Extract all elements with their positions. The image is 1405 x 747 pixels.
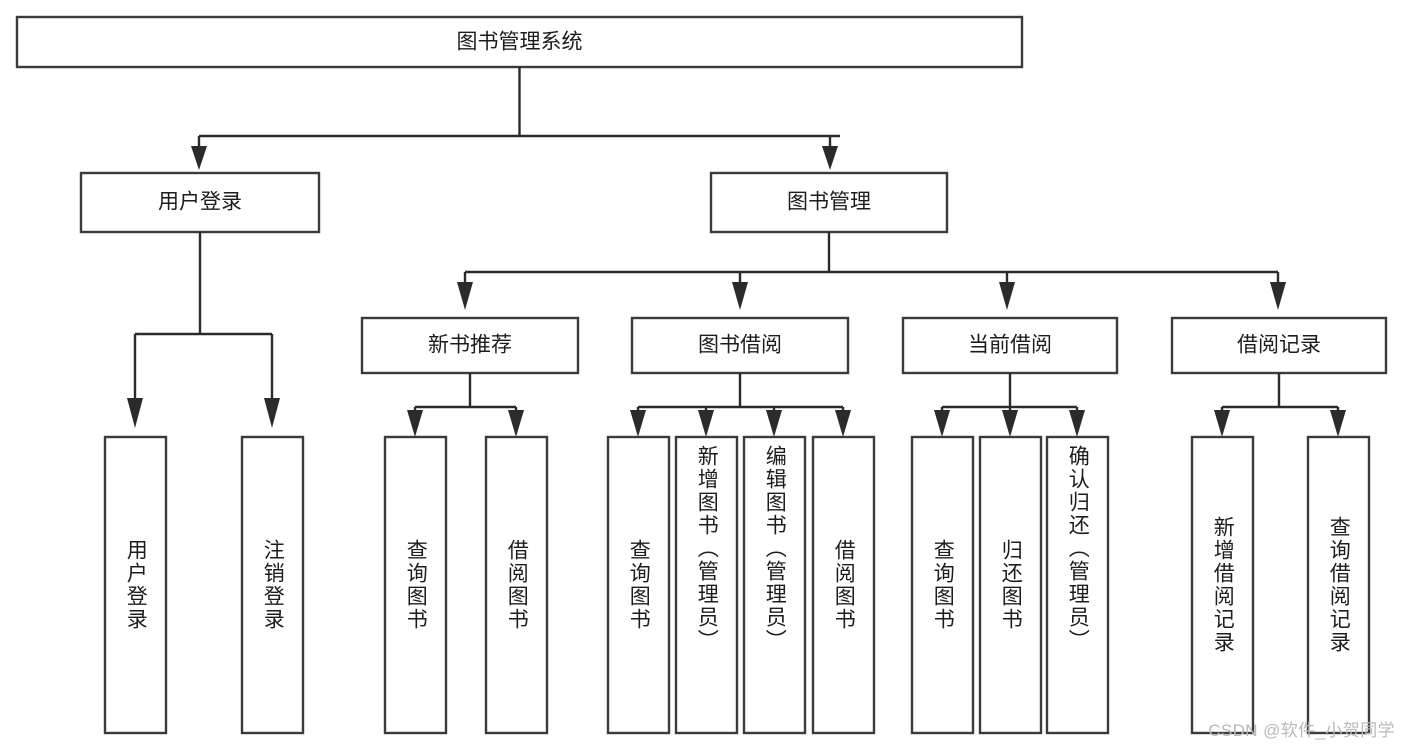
leaf-box-user-login-1[interactable] <box>240 435 305 735</box>
node-new-book-recommend[interactable]: 新书推荐 <box>360 316 580 375</box>
leaf-box-borrow-record-1[interactable] <box>1306 435 1371 735</box>
leaf-box-book-borrow-1[interactable] <box>674 435 739 735</box>
leaf-box-new-book-0[interactable] <box>383 435 448 735</box>
level2-label-borrow-record: 借阅记录 <box>1237 334 1321 357</box>
leaf-box-current-borrow-2[interactable] <box>1045 435 1110 735</box>
leaf-box-borrow-record-0[interactable] <box>1190 435 1255 735</box>
connector-book-management-to-level2 <box>457 232 1286 310</box>
csdn-watermark: CSDN @软件_小贺同学 <box>1208 721 1395 740</box>
node-root[interactable]: 图书管理系统 <box>15 15 1024 69</box>
level2-box-new-book-recommend[interactable] <box>360 316 580 375</box>
arrow-head-icon <box>822 146 838 170</box>
arrow-head-icon <box>1270 282 1286 310</box>
arrow-head-icon <box>732 282 748 310</box>
arrow-head-icon <box>835 410 851 437</box>
connector-current-borrow-to-leaves <box>934 373 1085 437</box>
arrow-head-icon <box>766 410 782 437</box>
arrow-head-icon <box>630 410 646 437</box>
level2-label-current-borrow: 当前借阅 <box>968 334 1052 357</box>
node-book-management[interactable]: 图书管理 <box>709 171 949 234</box>
leaf-box-book-borrow-3[interactable] <box>811 435 876 735</box>
root-label: 图书管理系统 <box>457 31 583 54</box>
leaf-box-new-book-1[interactable] <box>484 435 549 735</box>
arrow-head-icon <box>1069 410 1085 437</box>
connector-book-borrow-to-leaves <box>630 373 851 437</box>
arrow-head-icon <box>934 410 950 437</box>
arrow-head-icon <box>457 282 473 310</box>
connector-borrow-record-to-leaves <box>1214 373 1346 437</box>
level2-label-new-book-recommend: 新书推荐 <box>428 334 512 357</box>
node-current-borrow[interactable]: 当前借阅 <box>901 316 1119 375</box>
arrow-head-icon <box>508 410 524 437</box>
arrow-head-icon <box>999 282 1015 310</box>
level1-box-user-login[interactable] <box>79 171 321 234</box>
leaf-box-book-borrow-2[interactable] <box>742 435 807 735</box>
leaf-box-book-borrow-0[interactable] <box>606 435 671 735</box>
arrow-head-icon <box>1002 410 1018 437</box>
arrow-head-icon <box>698 410 714 437</box>
arrow-head-icon <box>191 146 207 170</box>
node-user-login[interactable]: 用户登录 <box>79 171 321 234</box>
level1-label-user-login: 用户登录 <box>158 191 242 214</box>
node-borrow-record[interactable]: 借阅记录 <box>1170 316 1388 375</box>
level2-box-current-borrow[interactable] <box>901 316 1119 375</box>
connector-root-to-level1 <box>191 67 840 170</box>
leaf-box-current-borrow-0[interactable] <box>910 435 975 735</box>
connector-user-login-to-leaves <box>127 232 280 428</box>
arrow-head-icon <box>1330 410 1346 437</box>
root-box[interactable] <box>15 15 1024 69</box>
connector-new-book-recommend-to-leaves <box>407 373 524 437</box>
arrow-head-icon <box>127 398 143 428</box>
arrow-head-icon <box>407 410 423 437</box>
level2-label-book-borrow: 图书借阅 <box>698 334 782 357</box>
level1-label-book-management: 图书管理 <box>787 191 871 214</box>
arrow-head-icon <box>1214 410 1230 437</box>
arrow-head-icon <box>264 398 280 428</box>
node-book-borrow[interactable]: 图书借阅 <box>630 316 850 375</box>
leaf-box-user-login-0[interactable] <box>103 435 168 735</box>
leaf-box-current-borrow-1[interactable] <box>978 435 1043 735</box>
